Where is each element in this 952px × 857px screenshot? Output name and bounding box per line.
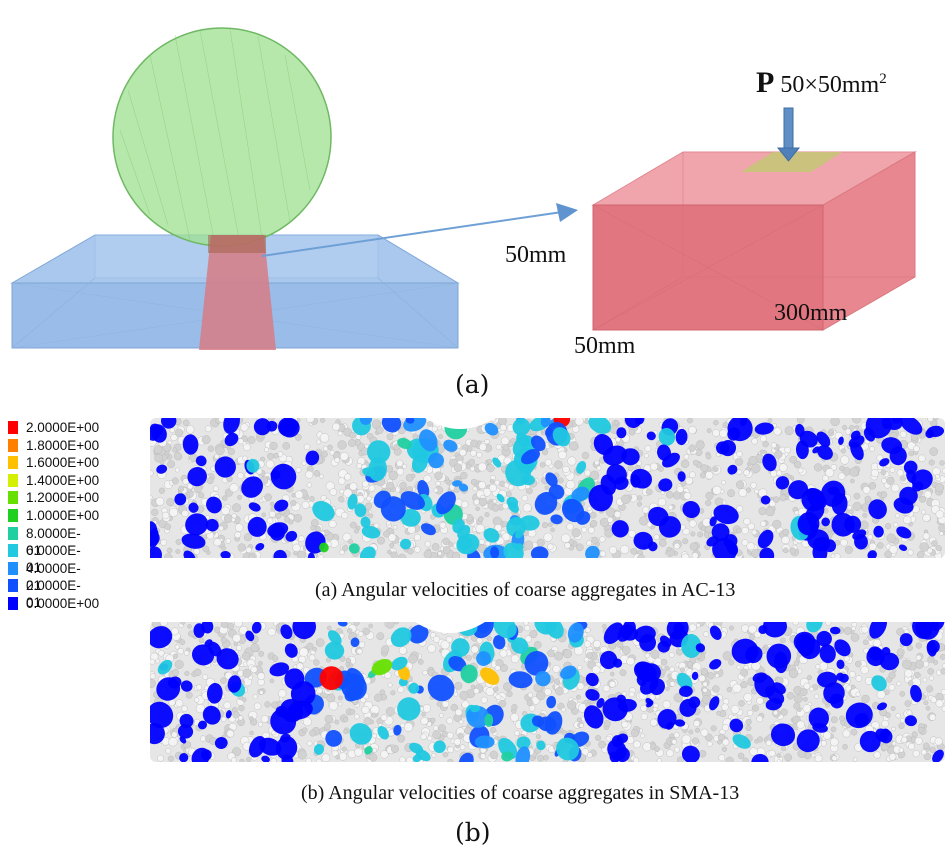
pointer-arrow: [261, 203, 578, 257]
sma13-panel-caption: (b) Angular velocities of coarse aggrega…: [301, 782, 740, 804]
loading-wheel: [112, 27, 332, 247]
colorbar-label: 1.8000E+00: [26, 437, 100, 453]
height-dimension-label: 50mm: [505, 242, 567, 268]
colorbar-swatch: [8, 544, 18, 558]
ac13-particle-image: [150, 418, 945, 558]
sma13-particle-image: [150, 622, 945, 762]
load-symbol: P: [756, 66, 775, 99]
width-dimension-label: 50mm: [574, 333, 636, 359]
length-dimension-label: 300mm: [774, 300, 848, 326]
colorbar-swatch: [8, 491, 18, 505]
load-area-superscript: 2: [879, 71, 887, 87]
colorbar-label: 2.0000E-01: [26, 578, 81, 611]
colorbar-label: 1.4000E+00: [26, 472, 100, 488]
sma13-particle-panel: [150, 622, 945, 762]
loading-setup-illustration: [10, 27, 917, 350]
colorbar-swatch: [8, 421, 18, 434]
load-arrow: [776, 107, 801, 162]
specimen-beam: [591, 151, 917, 331]
colorbar-swatch: [8, 579, 18, 593]
colorbar-swatch: [8, 596, 18, 610]
colorbar-label: 6.0000E-01: [26, 543, 81, 576]
colorbar-label: 0.0000E+00: [26, 595, 100, 611]
ac13-particle-panel: [150, 418, 945, 558]
colorbar-label: 8.0000E-01: [26, 525, 81, 558]
colorbar-swatch: [8, 526, 18, 540]
colorbar-label: 1.6000E+00: [26, 455, 100, 471]
colorbar-swatch: [8, 438, 18, 452]
colorbar-label: 4.0000E-01: [26, 560, 81, 593]
load-area-text: 50×50mm: [780, 72, 880, 98]
colorbar-swatch: [8, 456, 18, 470]
load-label: P 50×50mm2: [756, 66, 887, 100]
specimen-beam-side: [199, 235, 276, 350]
colorbar-swatch: [8, 561, 18, 575]
figure-b-caption: (b): [455, 818, 491, 847]
colorbar-label: 2.0000E+00: [26, 420, 100, 435]
colorbar-swatch: [8, 508, 18, 522]
colorbar-label: 1.0000E+00: [26, 507, 100, 523]
colorbar-swatch: [8, 473, 18, 487]
ac13-panel-caption: (a) Angular velocities of coarse aggrega…: [315, 579, 736, 601]
figure-a-caption: (a): [455, 370, 490, 399]
colorbar-label: 1.2000E+00: [26, 490, 100, 506]
